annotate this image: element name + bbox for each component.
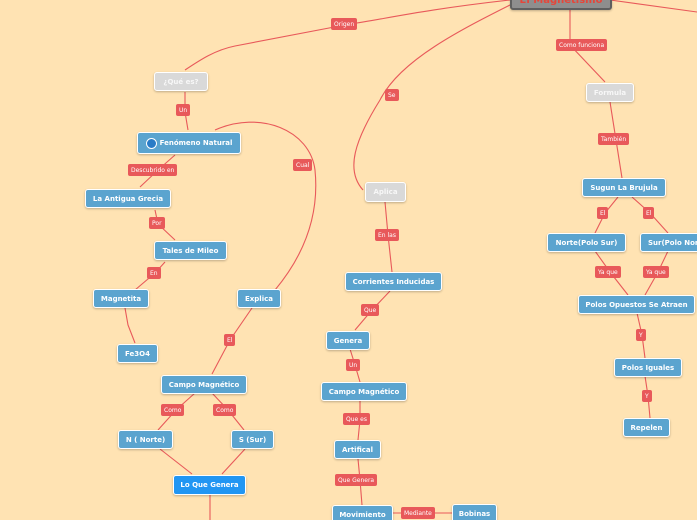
node-tales-de-mileo[interactable]: Tales de Mileo — [154, 241, 227, 260]
link-label-el-1: El — [597, 207, 609, 219]
node-norte-polo-sur[interactable]: Norte(Polo Sur) — [547, 233, 626, 252]
link-label-tambien: También — [598, 133, 630, 145]
node-corrientes-inducidas[interactable]: Corrientes Inducidas — [345, 272, 442, 291]
link-label-descubrido: Descubrido en — [128, 164, 178, 176]
node-movimiento[interactable]: Movimiento — [332, 505, 393, 520]
node-polos-opuestos[interactable]: Polos Opuestos Se Atraen — [578, 295, 695, 314]
node-antigua-grecia[interactable]: La Antigua Grecia — [85, 189, 171, 208]
root-node[interactable]: El Magnetismo — [510, 0, 612, 10]
link-label-en-las: En las — [375, 229, 399, 241]
link-label-ya-que-1: Ya que — [595, 266, 621, 278]
link-label-ya-que-2: Ya que — [643, 266, 669, 278]
node-genera[interactable]: Genera — [326, 331, 370, 350]
node-n-norte[interactable]: N ( Norte) — [118, 430, 173, 449]
link-label-y-1: Y — [636, 329, 646, 341]
node-formula[interactable]: Formula — [586, 83, 634, 102]
link-label-como-1: Como — [161, 404, 185, 416]
node-fe3o4[interactable]: Fe3O4 — [117, 344, 158, 363]
link-label-que-genera: Que Genera — [335, 474, 378, 486]
node-lo-que-genera[interactable]: Lo Que Genera — [173, 475, 246, 495]
node-s-sur[interactable]: S (Sur) — [231, 430, 274, 449]
node-artifical[interactable]: Artifical — [334, 440, 381, 459]
node-bobinas[interactable]: Bobinas — [452, 504, 497, 520]
node-repelen[interactable]: Repelen — [623, 418, 670, 437]
link-label-el-2: El — [643, 207, 655, 219]
node-magnetita[interactable]: Magnetita — [93, 289, 149, 308]
node-aplica[interactable]: Aplica — [365, 182, 406, 202]
node-que-es[interactable]: ¿Qué es? — [154, 72, 208, 91]
node-fenomeno-natural[interactable]: Fenómeno Natural — [137, 132, 241, 154]
link-label-como-2: Como — [213, 404, 237, 416]
link-label-se: Se — [385, 89, 399, 101]
link-label-cual: Cual — [293, 159, 313, 171]
node-sur-polo-norte[interactable]: Sur(Polo Norte) — [640, 233, 697, 252]
node-segun-la-brujula[interactable]: Sugun La Brujula — [582, 178, 666, 197]
link-label-que: Que — [361, 304, 380, 316]
link-label-en: En — [147, 267, 161, 279]
link-label-mediante: Mediante — [401, 507, 435, 519]
node-explica[interactable]: Explica — [237, 289, 281, 308]
link-label-un: Un — [176, 104, 191, 116]
node-campo-magnetico[interactable]: Campo Magnético — [161, 375, 247, 394]
link-label-como-funciona: Como funciona — [556, 39, 608, 51]
link-label-origen: Origen — [331, 18, 358, 30]
link-label-por: Por — [149, 217, 165, 229]
node-fenomeno-label: Fenómeno Natural — [159, 139, 233, 147]
node-polos-iguales[interactable]: Polos Iguales — [614, 358, 682, 377]
link-label-el: El — [224, 334, 236, 346]
link-label-un-2: Un — [346, 359, 361, 371]
link-label-que-es: Que es — [343, 413, 370, 425]
link-label-y-2: Y — [642, 390, 652, 402]
globe-icon — [145, 137, 157, 149]
node-campo-magnetico-2[interactable]: Campo Magnético — [321, 382, 407, 401]
